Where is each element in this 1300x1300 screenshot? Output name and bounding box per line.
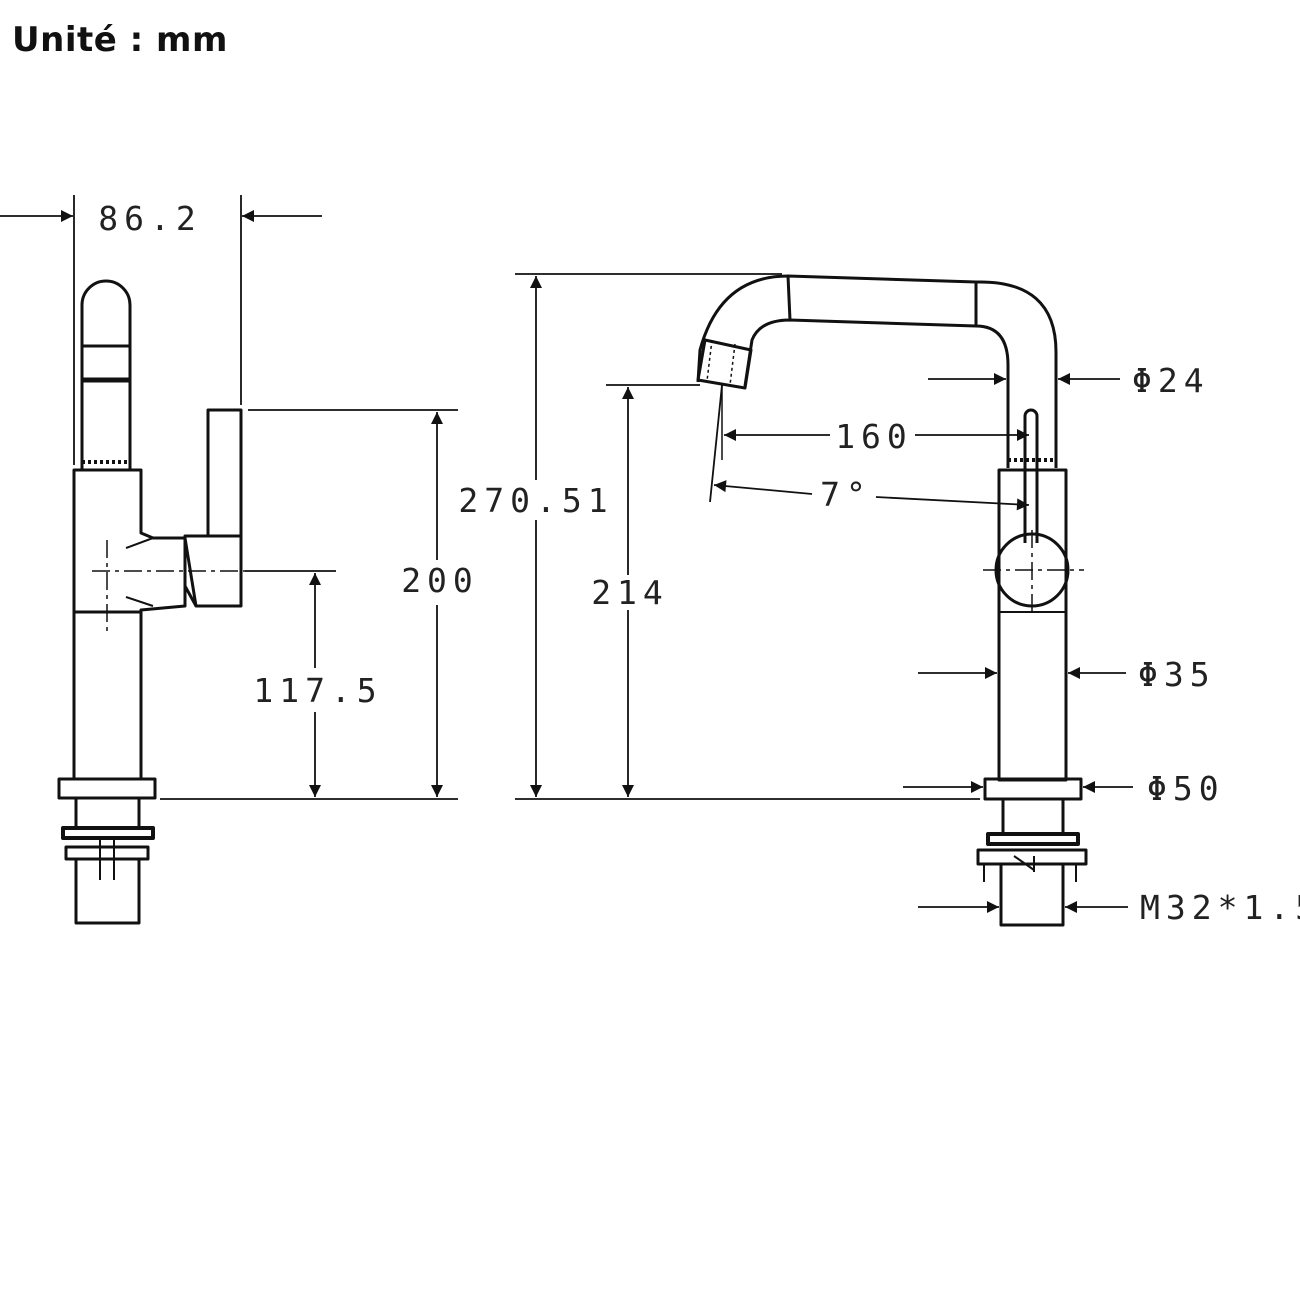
side-view-body [72,468,187,614]
side-view-thread-shank [74,857,141,925]
dim-spout-diameter: Φ24 [1132,361,1210,400]
side-view-faucet [57,279,245,925]
dim-body-diameter: Φ35 [1138,655,1216,694]
dim-side-height-axis: 117.5 [253,671,382,710]
front-view-faucet [696,274,1088,927]
dim-side-height-handle: 200 [401,561,479,600]
front-view-aerator [696,338,753,390]
dim-side-width: 86.2 [98,199,201,238]
dim-outlet-height: 214 [591,573,669,612]
front-view-handle [1023,408,1039,543]
front-view-base-ring [983,777,1083,801]
dim-spout-angle: 7° [820,475,872,514]
side-view-base-ring [57,777,157,800]
dim-base-diameter: Φ50 [1147,769,1225,808]
dim-thread: M32*1.5 [1140,888,1300,927]
front-view-thread-shank [999,862,1065,927]
dim-total-height: 270.51 [458,481,613,520]
front-view-body [997,468,1068,782]
unit-title: Unité : mm [12,20,228,60]
dimension-lines-side [0,195,458,800]
dim-spout-reach: 160 [835,417,913,456]
side-view-spout [80,279,132,470]
side-view-handle [206,408,243,538]
dimension-lines-front [515,273,1133,913]
